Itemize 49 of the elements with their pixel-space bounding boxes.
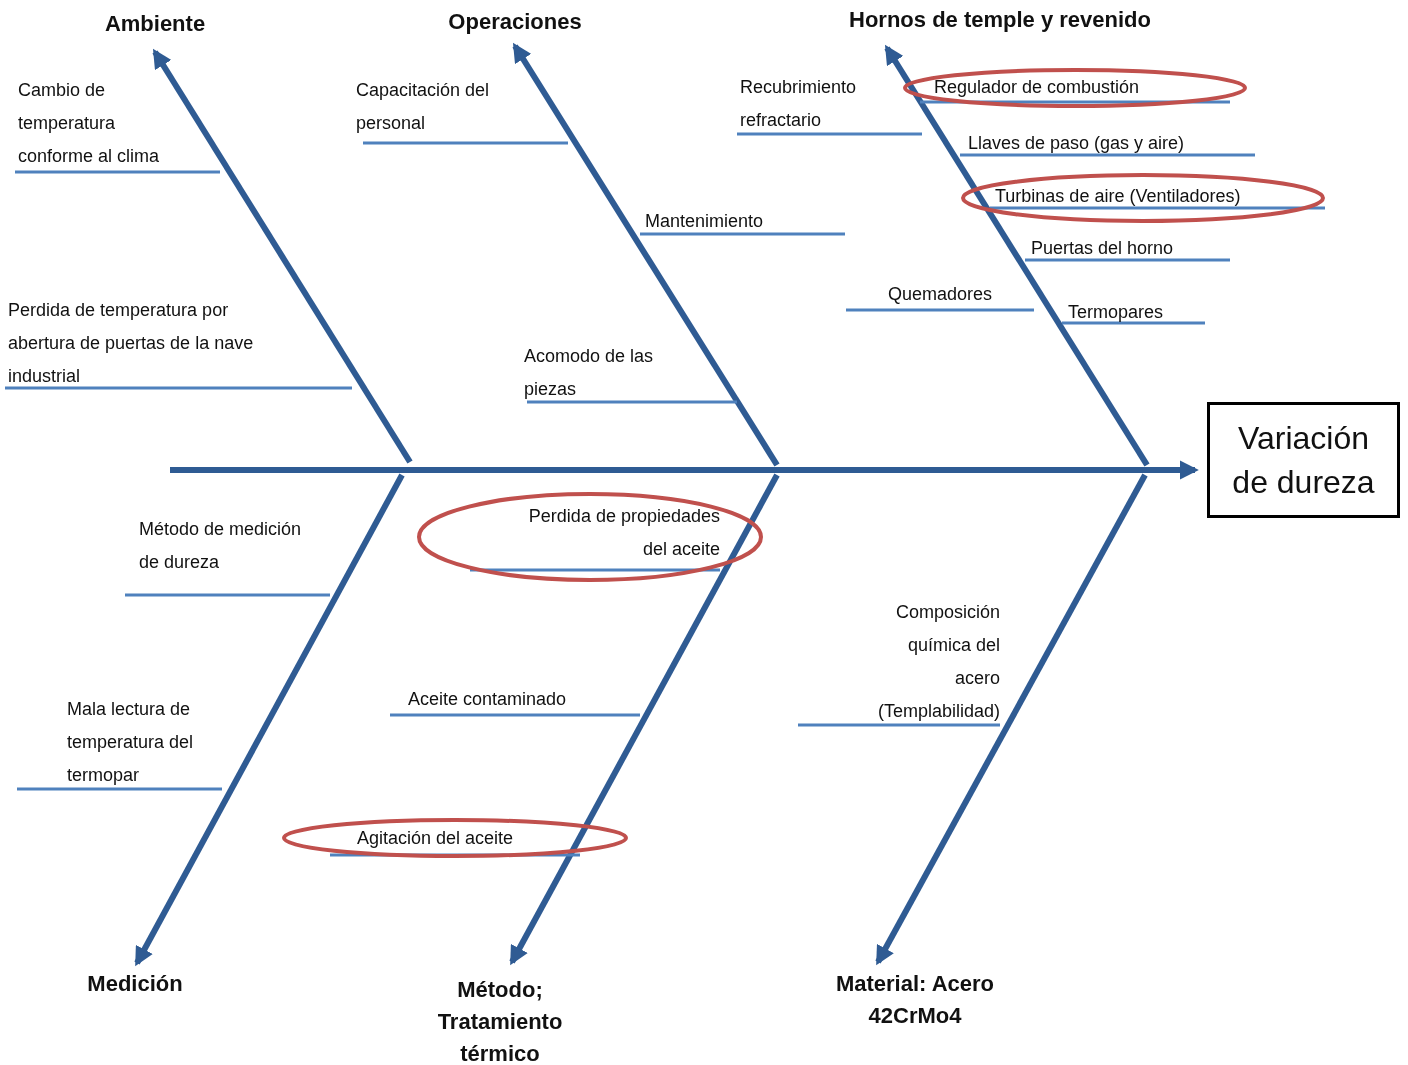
cause-line bbox=[1062, 321, 1205, 325]
cause-text: Método de medición de dureza bbox=[139, 513, 319, 579]
category-label: Medición bbox=[60, 968, 210, 1000]
cause-line bbox=[990, 206, 1325, 210]
cause-line bbox=[737, 132, 922, 136]
cause-line bbox=[390, 713, 640, 717]
cause-text: Capacitación del personal bbox=[356, 74, 541, 140]
category-label: Método; Tratamiento térmico bbox=[410, 974, 590, 1065]
highlight-ellipse bbox=[903, 68, 1247, 108]
cause-text: Recubrimiento refractario bbox=[740, 71, 900, 137]
effect-box: Variación de dureza bbox=[1207, 402, 1400, 518]
cause-text: Composición química del acero (Templabilidad) bbox=[868, 596, 1000, 728]
highlight-ellipse bbox=[417, 492, 763, 582]
arrow bbox=[884, 44, 1150, 467]
highlight-ellipse bbox=[961, 173, 1325, 223]
cause-text: Perdida de temperatura por abertura de puertas de la nave industrial bbox=[8, 294, 288, 393]
cause-line bbox=[5, 386, 352, 390]
arrow bbox=[875, 473, 1148, 966]
cause-text: Quemadores bbox=[888, 278, 1038, 311]
cause-line bbox=[846, 308, 1034, 312]
cause-text: Mala lectura de temperatura del termopar bbox=[67, 693, 237, 792]
arrow bbox=[512, 42, 780, 467]
cause-line bbox=[363, 141, 568, 145]
cause-line bbox=[798, 723, 1000, 727]
cause-line bbox=[470, 568, 720, 572]
cause-text: Mantenimiento bbox=[645, 205, 825, 238]
category-label: Ambiente bbox=[85, 8, 225, 40]
cause-line bbox=[125, 593, 330, 597]
category-label: Operaciones bbox=[420, 6, 610, 38]
cause-line bbox=[960, 153, 1255, 157]
cause-text: Llaves de paso (gas y aire) bbox=[968, 127, 1253, 160]
cause-text: Termopares bbox=[1068, 296, 1208, 329]
arrow bbox=[509, 473, 780, 966]
cause-line bbox=[640, 232, 845, 236]
arrow bbox=[134, 473, 405, 967]
category-label: Material: Acero 42CrMo4 bbox=[815, 968, 1015, 1032]
cause-line bbox=[1025, 258, 1230, 262]
arrow bbox=[170, 460, 1199, 480]
cause-line bbox=[527, 400, 737, 404]
cause-text: Aceite contaminado bbox=[408, 683, 638, 716]
cause-text: Cambio de temperatura conforme al clima bbox=[18, 74, 188, 173]
category-label: Hornos de temple y revenido bbox=[810, 4, 1190, 36]
highlight-ellipse bbox=[282, 818, 628, 858]
cause-text: Puertas del horno bbox=[1031, 232, 1231, 265]
cause-line bbox=[17, 787, 222, 791]
cause-line bbox=[15, 170, 220, 174]
cause-line bbox=[920, 100, 1230, 104]
arrow bbox=[152, 48, 413, 464]
cause-text: Acomodo de las piezas bbox=[524, 340, 694, 406]
